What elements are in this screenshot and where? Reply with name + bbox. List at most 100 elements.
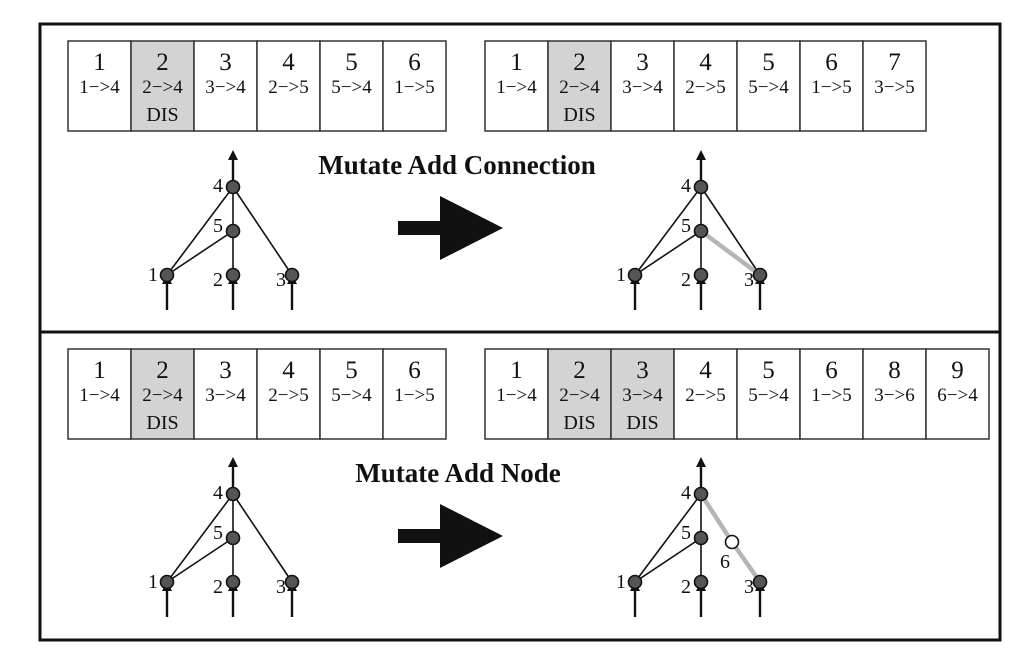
gene-connection: 1−>4 <box>79 77 120 98</box>
gene-connection: 3−>5 <box>874 77 914 98</box>
node-circle <box>225 574 241 590</box>
gene-innovation-number: 4 <box>282 357 295 384</box>
panel-title: Mutate Add Node <box>355 458 561 488</box>
gene-innovation-number: 2 <box>573 49 586 76</box>
node-5: 5 <box>213 522 241 546</box>
gene-innovation-number: 9 <box>951 357 964 384</box>
node-circle <box>225 530 241 546</box>
node-label: 4 <box>213 175 223 197</box>
gene-connection: 3−>6 <box>874 385 914 406</box>
node-label: 1 <box>616 571 626 593</box>
gene-1: 11−>4 <box>484 40 549 132</box>
new-connection-edge <box>699 492 734 544</box>
gene-innovation-number: 3 <box>636 357 649 384</box>
node-circle <box>693 179 709 195</box>
gene-box <box>736 40 801 132</box>
connection-edge <box>166 537 234 583</box>
gene-disabled-status: DIS <box>626 412 658 434</box>
gene-7: 73−>5 <box>862 40 927 132</box>
gene-box <box>673 348 738 440</box>
node-circle <box>693 530 709 546</box>
connection-edge <box>634 230 702 276</box>
gene-box <box>256 348 321 440</box>
node-circle <box>159 267 175 283</box>
node-label: 6 <box>720 551 730 573</box>
gene-connection: 5−>4 <box>331 385 372 406</box>
gene-5: 55−>4 <box>319 348 384 440</box>
gene-8: 83−>6 <box>862 348 927 440</box>
node-5: 5 <box>681 522 709 546</box>
gene-1: 11−>4 <box>67 348 132 440</box>
gene-connection: 2−>5 <box>268 385 308 406</box>
gene-innovation-number: 1 <box>93 357 106 384</box>
gene-3: 33−>4 <box>193 348 258 440</box>
node-2: 2 <box>681 267 709 291</box>
gene-connection: 5−>4 <box>748 77 789 98</box>
node-label: 3 <box>744 269 754 291</box>
node-3: 3 <box>276 574 300 598</box>
gene-innovation-number: 2 <box>156 357 169 384</box>
node-1: 1 <box>148 571 175 593</box>
gene-box <box>547 40 612 132</box>
gene-connection: 3−>4 <box>622 77 663 98</box>
node-circle <box>627 267 643 283</box>
node-label: 3 <box>276 576 286 598</box>
new-node-circle <box>724 534 740 550</box>
gene-6: 61−>5 <box>382 348 447 440</box>
gene-connection: 2−>4 <box>142 77 183 98</box>
gene-1: 11−>4 <box>67 40 132 132</box>
connection-edge <box>634 186 702 276</box>
gene-connection: 1−>5 <box>811 385 851 406</box>
gene-4: 42−>5 <box>673 40 738 132</box>
node-5: 5 <box>213 215 241 239</box>
node-6: 6 <box>720 534 740 573</box>
gene-innovation-number: 3 <box>219 49 232 76</box>
panel-frame <box>38 330 1002 642</box>
gene-connection: 1−>4 <box>496 385 537 406</box>
gene-6: 61−>5 <box>799 40 864 132</box>
gene-connection: 1−>5 <box>811 77 851 98</box>
node-label: 4 <box>213 482 223 504</box>
node-3: 3 <box>744 267 768 291</box>
gene-innovation-number: 2 <box>156 49 169 76</box>
gene-connection: 6−>4 <box>937 385 978 406</box>
node-circle <box>693 486 709 502</box>
gene-innovation-number: 1 <box>93 49 106 76</box>
mutation-arrow-icon <box>398 504 503 568</box>
gene-connection: 1−>5 <box>394 77 434 98</box>
gene-innovation-number: 5 <box>762 357 775 384</box>
gene-connection: 3−>4 <box>205 385 246 406</box>
node-3: 3 <box>276 267 300 291</box>
gene-connection: 2−>5 <box>685 77 725 98</box>
gene-box <box>610 40 675 132</box>
gene-innovation-number: 8 <box>888 357 901 384</box>
gene-disabled-status: DIS <box>146 412 178 434</box>
node-label: 5 <box>213 215 223 237</box>
gene-innovation-number: 5 <box>345 357 358 384</box>
gene-box <box>925 348 990 440</box>
node-2: 2 <box>681 574 709 598</box>
gene-5: 55−>4 <box>736 40 801 132</box>
gene-6: 61−>5 <box>382 40 447 132</box>
node-1: 1 <box>616 571 643 593</box>
gene-3: 33−>4 <box>610 40 675 132</box>
gene-innovation-number: 4 <box>699 357 712 384</box>
node-label: 1 <box>616 264 626 286</box>
gene-box <box>256 40 321 132</box>
gene-innovation-number: 1 <box>510 49 523 76</box>
gene-connection: 2−>4 <box>142 385 183 406</box>
node-circle <box>627 574 643 590</box>
node-label: 4 <box>681 482 691 504</box>
connection-edge <box>232 186 293 276</box>
node-circle <box>225 223 241 239</box>
node-label: 1 <box>148 571 158 593</box>
gene-box <box>673 40 738 132</box>
node-5: 5 <box>681 215 709 239</box>
node-circle <box>752 267 768 283</box>
node-4: 4 <box>681 175 709 197</box>
